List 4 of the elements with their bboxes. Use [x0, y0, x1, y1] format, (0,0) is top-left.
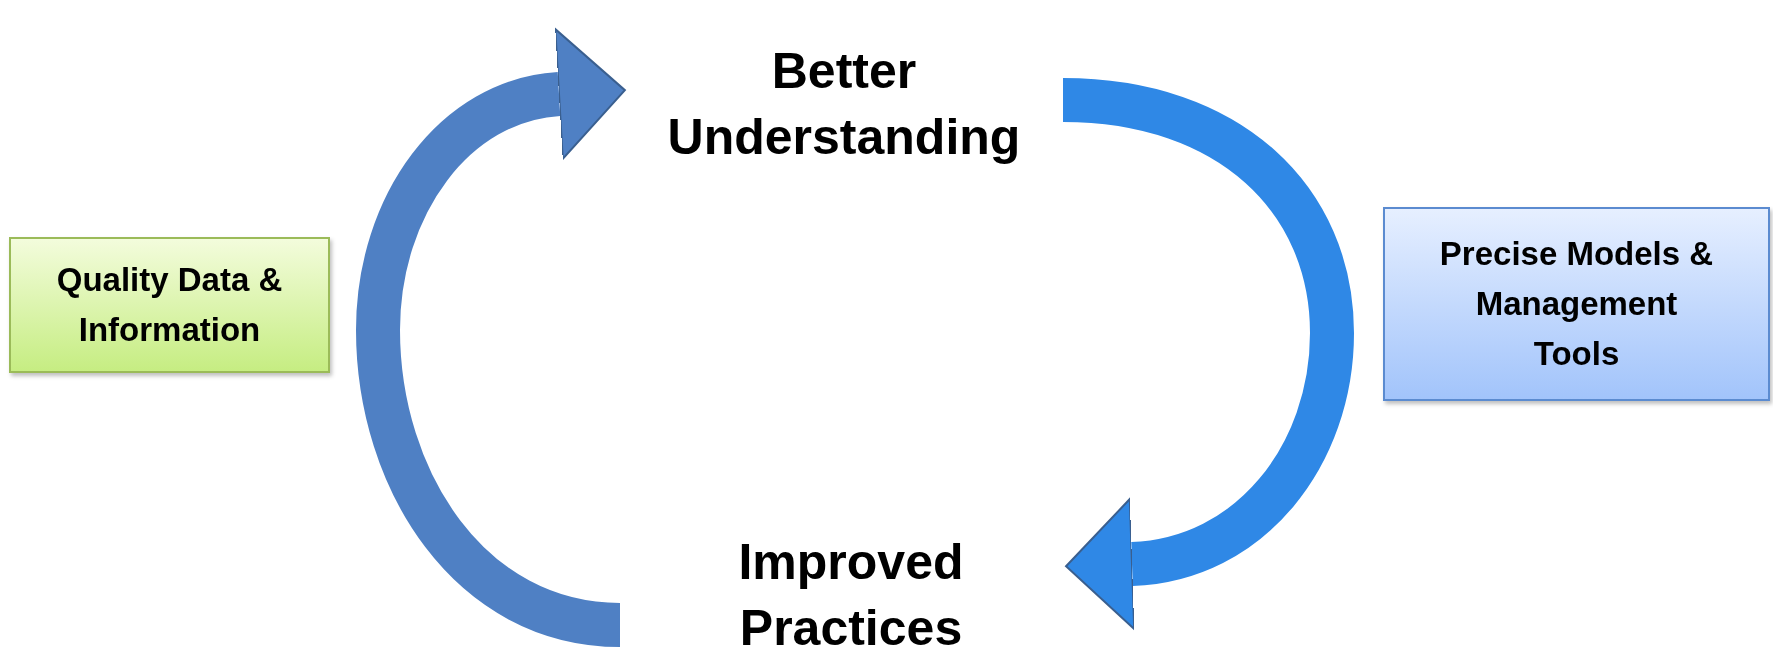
stage-label: Improved Practices — [636, 528, 1066, 662]
input-box: Quality Data & Information — [9, 237, 330, 373]
tool-box: Precise Models & Management Tools — [1383, 207, 1770, 401]
stage-label: Better Understanding — [625, 36, 1063, 172]
